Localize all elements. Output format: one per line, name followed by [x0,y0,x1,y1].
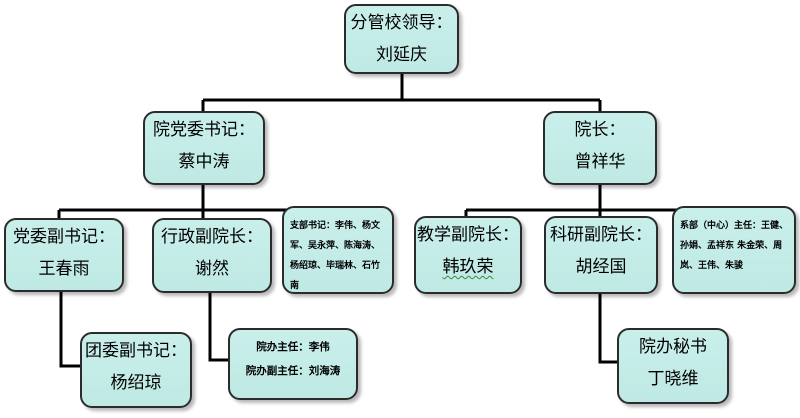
party-secretary-box: 院党委书记： 蔡中涛 [143,111,265,185]
youth-league-name: 杨绍琼 [110,373,162,393]
research-vice-dean-box: 科研副院长： 胡经国 [544,216,658,294]
teaching-vice-dean-box: 教学副院长： 韩玖荣 [414,216,522,294]
admin-vice-dean-box: 行政副院长： 谢然 [152,218,272,293]
admin-vice-dean-name: 谢然 [195,259,229,279]
connector-to-secretary [598,293,618,364]
teaching-vice-dean-title: 教学副院长： [417,225,519,245]
party-deputy-box: 党委副书记： 王春雨 [4,218,124,292]
research-vice-dean-name: 胡经国 [575,257,627,277]
dean-title: 院长： [574,120,626,140]
secretary-title: 院办秘书 [639,337,707,357]
teaching-vice-dean-name: 韩玖荣 [442,257,494,277]
secretary-name: 丁晓维 [647,369,699,389]
branch-secretaries-text: 支部书记：李伟、杨文军、吴永萍、陈海涛、杨绍琼、毕瑞林、石竹南 [290,221,381,291]
youth-league-box: 团委副书记： 杨绍琼 [80,332,192,408]
dept-heads-box: 系部（中心）主任：王健、孙娟、孟祥东 朱金荣、周岚、王伟、朱骏 [672,206,796,294]
dean-box: 院长： 曾祥华 [543,111,657,185]
office-director-line: 院办主任：李伟 [256,341,330,353]
dean-name: 曾祥华 [574,152,626,172]
root-leader-box: 分管校领导： 刘延庆 [344,4,459,74]
root-leader-name: 刘延庆 [376,45,427,65]
party-secretary-name: 蔡中涛 [178,152,230,172]
secretary-box: 院办秘书 丁晓维 [617,328,729,404]
youth-league-title: 团委副书记： [85,341,187,361]
admin-vice-dean-title: 行政副院长： [161,227,263,247]
dept-heads-text: 系部（中心）主任：王健、孙娟、孟祥东 朱金荣、周岚、王伟、朱骏 [680,221,789,271]
party-deputy-name: 王春雨 [38,259,90,279]
office-directors-box: 院办主任：李伟 院办副主任：刘海涛 [228,328,358,400]
root-leader-title: 分管校领导： [350,13,453,33]
research-vice-dean-title: 科研副院长： [550,225,652,245]
connector-to-office [208,292,229,362]
party-secretary-title: 院党委书记： [153,120,255,140]
branch-secretaries-box: 支部书记：李伟、杨文军、吴永萍、陈海涛、杨绍琼、毕瑞林、石竹南 [282,206,394,294]
office-deputy-line: 院办副主任：刘海涛 [245,365,341,377]
party-deputy-title: 党委副书记： [13,227,115,247]
connector-to-youth [59,291,81,368]
